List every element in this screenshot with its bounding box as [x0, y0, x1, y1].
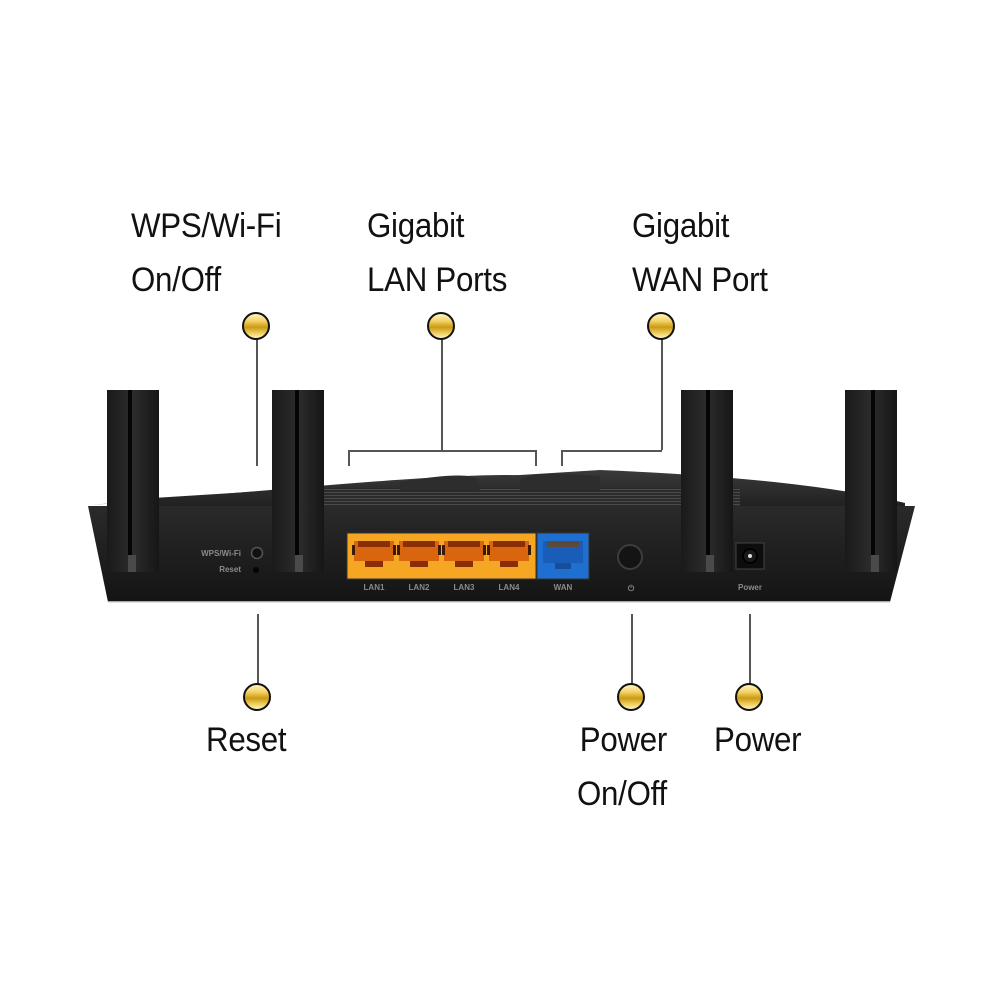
callout-wan-port: Gigabit WAN Port: [632, 199, 768, 307]
callout-reset: Reset: [206, 713, 287, 767]
power-onoff-callout-line: [631, 614, 633, 684]
power-onoff-callout-dot: [617, 683, 645, 711]
lan-bracket-right: [535, 450, 537, 466]
wan-port[interactable]: [543, 541, 583, 569]
lan-bracket-left: [348, 450, 350, 466]
lan-callout-line: [441, 339, 443, 450]
callout-power-onoff: Power On/Off: [577, 713, 667, 821]
callout-lan-ports: Gigabit LAN Ports: [367, 199, 507, 307]
callout-wan-port-line2: WAN Port: [632, 261, 768, 299]
router-label-lan4: LAN4: [499, 583, 520, 592]
reset-callout-line: [257, 614, 259, 684]
router-vent-strip: [300, 488, 740, 508]
callout-lan-ports-line1: Gigabit: [367, 207, 465, 245]
callout-power-line1: Power: [714, 721, 802, 759]
wan-callout-line: [661, 339, 663, 450]
router-label-lan3: LAN3: [454, 583, 475, 592]
lan-port-2[interactable]: [397, 541, 441, 567]
callout-wps-wifi: WPS/Wi-Fi On/Off: [131, 199, 282, 307]
callout-wps-wifi-line2: On/Off: [131, 261, 221, 299]
router-label-wan: WAN: [554, 583, 573, 592]
router-label-lan2: LAN2: [409, 583, 430, 592]
reset-pinhole[interactable]: [253, 567, 259, 573]
callout-power-onoff-line1: Power: [579, 721, 668, 759]
lan-port-1[interactable]: [352, 541, 396, 567]
wps-callout-line: [256, 339, 258, 466]
reset-callout-dot: [243, 683, 271, 711]
router-label-wps-wifi: WPS/Wi-Fi: [201, 549, 241, 558]
antenna-3: [681, 390, 733, 572]
router-label-reset: Reset: [219, 565, 241, 574]
wps-wifi-button[interactable]: [250, 546, 264, 560]
callout-wan-port-line1: Gigabit: [632, 207, 730, 245]
antenna-4: [845, 390, 897, 572]
antenna-2: [272, 390, 324, 572]
power-callout-line: [749, 614, 751, 684]
callout-power: Power: [714, 713, 802, 767]
wan-callout-dot: [647, 312, 675, 340]
router-label-power: Power: [738, 583, 762, 592]
callout-lan-ports-line2: LAN Ports: [367, 261, 508, 299]
wps-callout-dot: [242, 312, 270, 340]
router-label-lan1: LAN1: [364, 583, 385, 592]
power-callout-dot: [735, 683, 763, 711]
callout-power-onoff-line2: On/Off: [577, 775, 667, 813]
callout-reset-line1: Reset: [206, 721, 287, 759]
lan-port-3[interactable]: [442, 541, 486, 567]
lan-port-4[interactable]: [487, 541, 531, 567]
lan-bracket: [348, 450, 536, 452]
wan-bracket: [561, 450, 662, 452]
power-symbol-icon: ⏻: [628, 584, 635, 593]
power-onoff-button[interactable]: [617, 544, 643, 570]
antenna-1: [107, 390, 159, 572]
lan-callout-dot: [427, 312, 455, 340]
callout-wps-wifi-line1: WPS/Wi-Fi: [131, 207, 282, 245]
wan-bracket-left: [561, 450, 563, 466]
